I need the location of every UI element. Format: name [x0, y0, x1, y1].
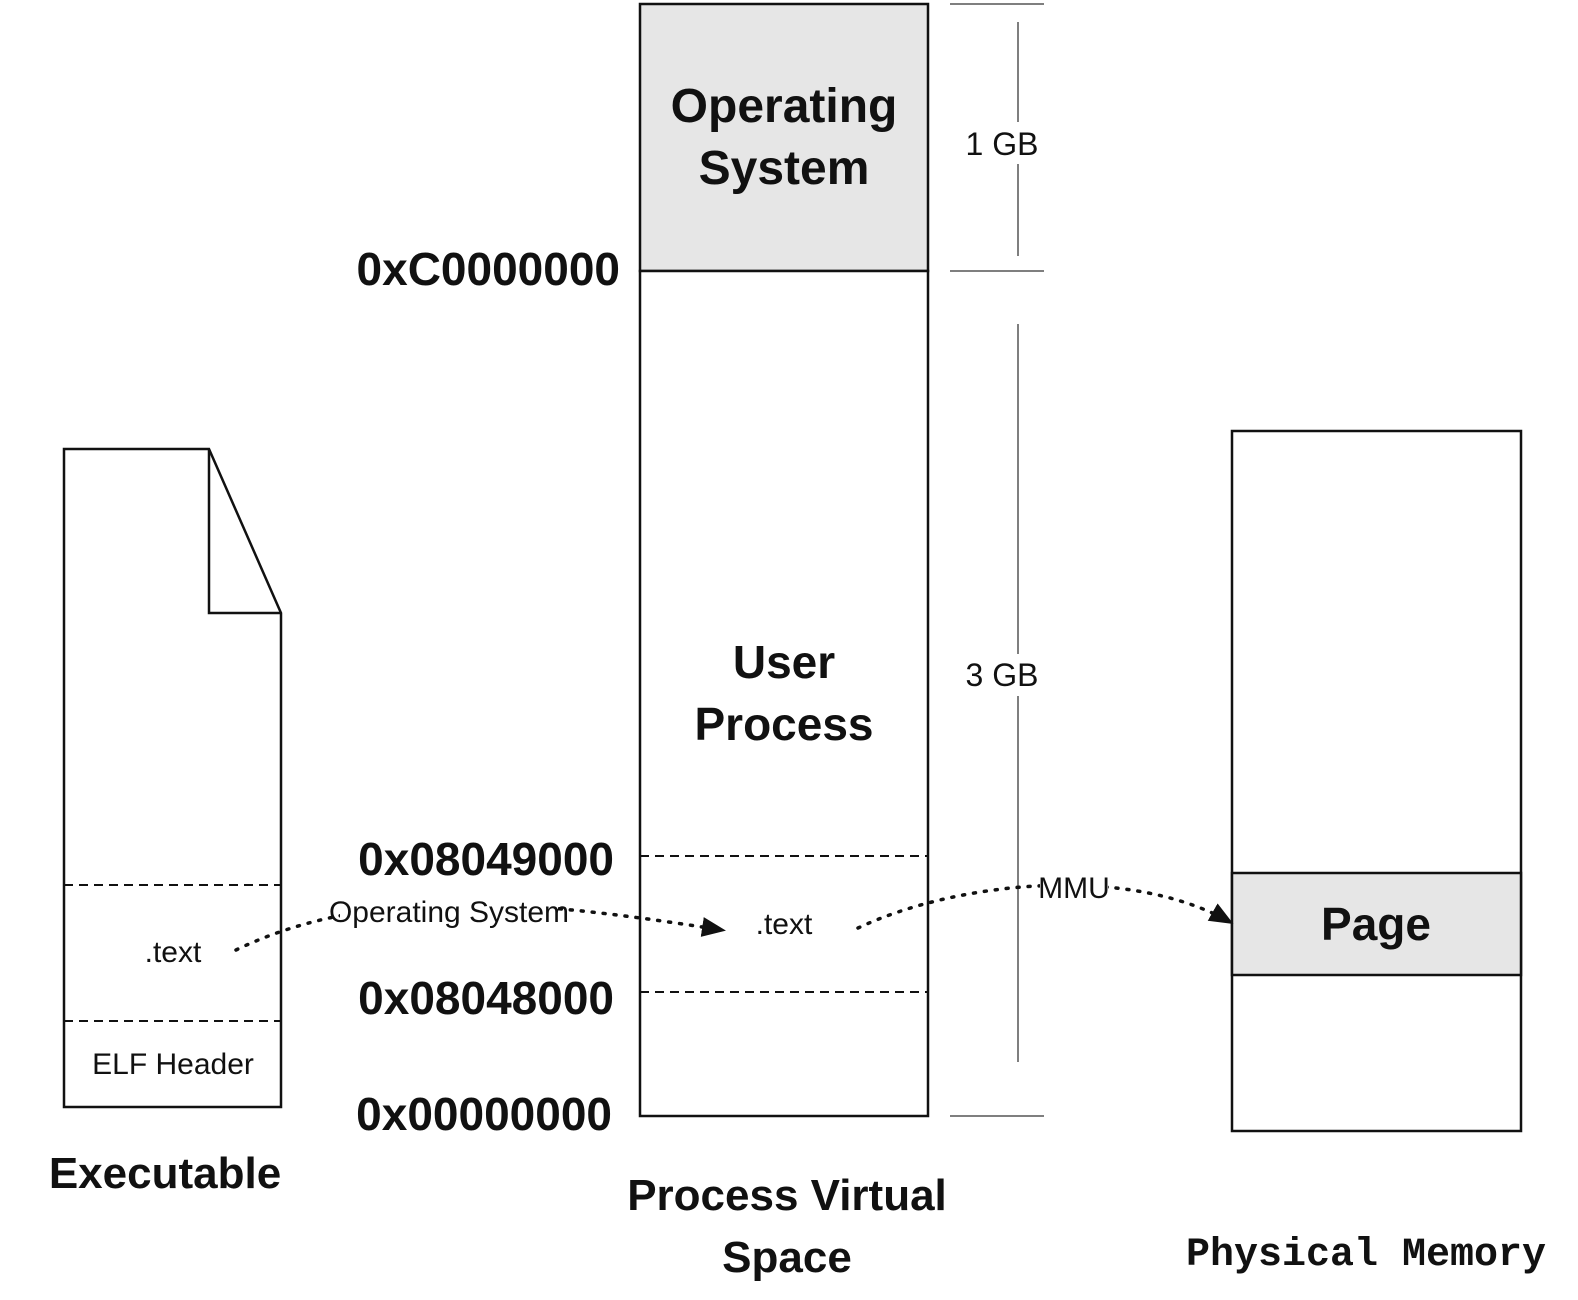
address-text-start: 0x08048000: [358, 972, 614, 1024]
load-mapping: Operating System: [234, 893, 726, 952]
physical-memory-block: [1230, 429, 1523, 1133]
load-mapping-label: Operating System: [329, 896, 569, 929]
address-kernel-start: 0xC0000000: [357, 243, 620, 295]
user-process-label-line2: Process: [694, 698, 873, 750]
address-text-end: 0x08049000: [358, 833, 614, 885]
executable-caption: Executable: [49, 1149, 281, 1198]
mmu-mapping: MMU: [856, 868, 1234, 930]
mmu-label: MMU: [1038, 872, 1110, 905]
file-dog-ear-icon: [207, 449, 281, 615]
process-virtual-space: Operating System User Process .text: [638, 2, 930, 1118]
physical-memory: Page: [1230, 429, 1523, 1133]
physical-memory-caption: Physical Memory: [1186, 1233, 1546, 1278]
operating-system-label-line2: System: [699, 142, 870, 195]
mmu-arrow: [856, 883, 1234, 930]
page-label: Page: [1321, 898, 1431, 950]
address-zero: 0x00000000: [356, 1088, 612, 1140]
size-brackets: 1 GB 3 GB: [950, 3, 1044, 1117]
user-size-label: 3 GB: [966, 657, 1039, 693]
kernel-size-label: 1 GB: [966, 126, 1039, 162]
user-process-label-line1: User: [733, 636, 835, 688]
operating-system-region: [638, 2, 930, 273]
executable-text-section-label: .text: [145, 936, 202, 969]
elf-header-label: ELF Header: [92, 1048, 254, 1081]
executable-file: .text ELF Header: [62, 447, 283, 1109]
user-process-region: [638, 269, 930, 1118]
virtual-space-caption-line2: Space: [722, 1233, 852, 1282]
virtual-space-caption-line1: Process Virtual: [627, 1171, 947, 1220]
page-region: [1230, 871, 1523, 977]
operating-system-label-line1: Operating: [671, 80, 898, 133]
file-icon-outline: [62, 447, 283, 1109]
virtual-text-section-label: .text: [756, 908, 813, 941]
